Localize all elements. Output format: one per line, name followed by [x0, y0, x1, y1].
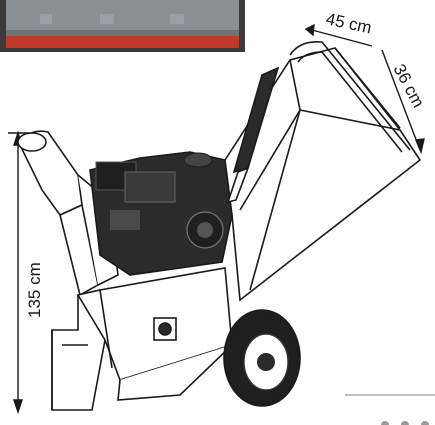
handle	[289, 40, 411, 153]
wheel	[223, 309, 301, 407]
hopper-width-label: 45 cm	[324, 9, 373, 37]
hopper-width-dimension	[304, 23, 373, 47]
feed-hopper	[224, 47, 422, 302]
height-label: 135 cm	[25, 262, 44, 318]
engine	[89, 151, 233, 276]
main-housing	[76, 267, 233, 401]
decorative-rule	[345, 394, 435, 425]
hopper-depth-dimension	[381, 49, 425, 155]
inset-photo	[0, 0, 245, 52]
support-strut	[226, 66, 280, 204]
